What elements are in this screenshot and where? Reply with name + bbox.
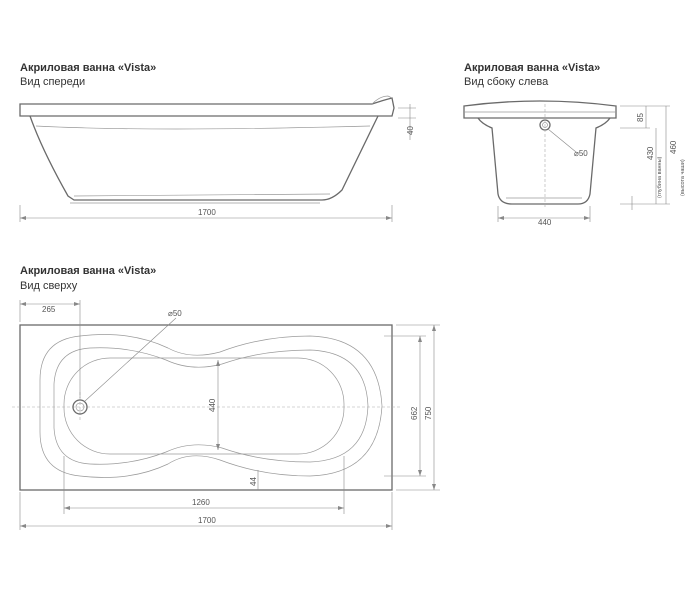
- front-view-subtitle: Вид спереди: [20, 76, 86, 88]
- side-dim-height-label: (высота чаши): [680, 159, 686, 196]
- side-view-title: Акриловая ванна «Vista»: [464, 62, 601, 74]
- front-rim: [19, 97, 395, 117]
- top-view-title: Акриловая ванна «Vista»: [20, 265, 157, 277]
- front-dim-rim: 40: [406, 126, 415, 135]
- side-dim-rim: 85: [636, 113, 645, 122]
- top-bottom-area: [63, 357, 345, 455]
- side-dim-depth: 430: [646, 146, 655, 160]
- top-basin-inner: [53, 347, 369, 465]
- side-rim: [463, 100, 617, 119]
- top-dim-wall: 44: [249, 477, 258, 486]
- top-drain: [72, 399, 88, 415]
- top-outer-rim: [19, 324, 393, 491]
- front-body: [29, 115, 379, 201]
- side-view-drawing: ⌀50 440 85 430 (глубина ванны) 460 (высо…: [463, 100, 686, 227]
- top-view-drawing: ⌀50 265 440 44 1260 1700: [12, 300, 440, 530]
- side-dim-drain: ⌀50: [574, 149, 588, 158]
- side-dim-width: 440: [538, 218, 552, 227]
- front-dim-length: 1700: [198, 208, 216, 217]
- side-view-subtitle: Вид сбоку слева: [464, 76, 549, 88]
- front-view-title: Акриловая ванна «Vista»: [20, 62, 157, 74]
- top-dim-length: 1700: [198, 516, 216, 525]
- top-view-subtitle: Вид сверху: [20, 280, 78, 292]
- side-dim-height: 460: [669, 140, 678, 154]
- top-dim-inner-width: 440: [208, 398, 217, 412]
- top-dim-inner-depth: 662: [410, 406, 419, 420]
- top-dim-outer-width: 750: [424, 406, 433, 420]
- side-body: [477, 117, 611, 205]
- top-dim-drain: ⌀50: [168, 309, 182, 318]
- top-basin-outer: [39, 334, 383, 478]
- top-dim-inner-length: 1260: [192, 498, 210, 507]
- side-dim-depth-label: (глубина ванны): [657, 156, 663, 198]
- front-view-drawing: 40 1700: [19, 95, 416, 222]
- top-dim-drain-offset: 265: [42, 305, 56, 314]
